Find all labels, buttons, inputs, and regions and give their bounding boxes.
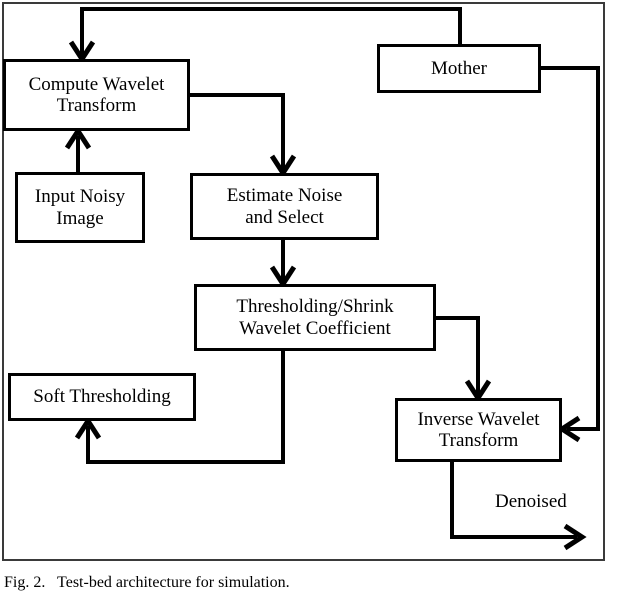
- node-compute-wavelet-transform: Compute Wavelet Transform: [3, 59, 190, 131]
- node-mother: Mother: [377, 44, 541, 93]
- arrowhead-mother-to-inverse: [557, 415, 581, 443]
- connector-thresholding-to-soft-thresholding: [86, 351, 285, 464]
- node-thresholding-shrink-wavelet-coefficient: Thresholding/Shrink Wavelet Coefficient: [194, 284, 436, 351]
- figure-caption: Fig. 2. Test-bed architecture for simula…: [4, 574, 290, 591]
- connector-compute-to-estimate: [190, 93, 285, 170]
- connector-inverse-to-denoised-output: [450, 462, 577, 539]
- node-soft-thresholding: Soft Thresholding: [8, 373, 196, 421]
- edge-label-denoised-label: Denoised: [495, 491, 567, 512]
- node-input-noisy-image: Input Noisy Image: [15, 172, 145, 243]
- connector-mother-to-compute-feedback: [80, 7, 462, 56]
- connector-mother-to-inverse: [541, 66, 600, 431]
- connector-thresholding-to-inverse: [436, 316, 480, 395]
- arrowhead-inverse-to-denoised-output: [563, 523, 587, 551]
- arrowhead-input-to-compute: [64, 126, 92, 150]
- flowchart-connectors: [64, 7, 600, 551]
- node-inverse-wavelet-transform: Inverse Wavelet Transform: [395, 398, 562, 462]
- arrowhead-thresholding-to-soft-thresholding: [74, 416, 102, 440]
- node-estimate-noise-and-select: Estimate Noise and Select: [190, 173, 379, 240]
